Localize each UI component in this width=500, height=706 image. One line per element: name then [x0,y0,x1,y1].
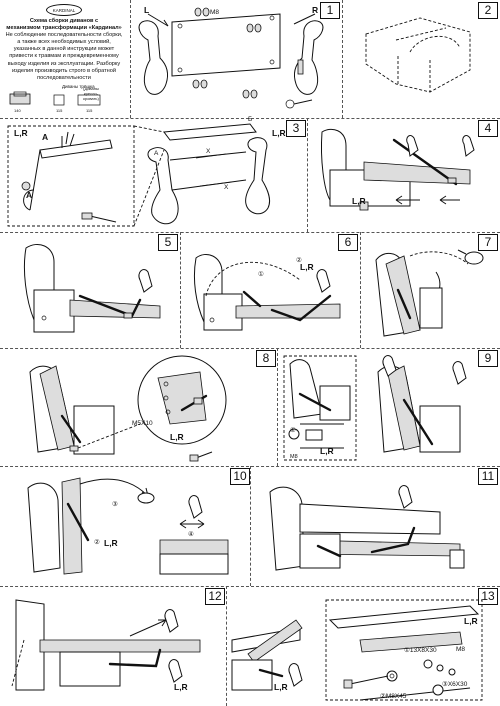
step-number-3: 3 [286,120,306,137]
label-step3-lr: L,R [14,128,28,138]
col-divider [342,0,343,118]
label-a-small: A [154,150,159,157]
label-step13-lr: L,R [464,616,478,626]
brand-logo: KARDINAL [46,4,82,16]
label-left: L [144,5,150,15]
step-number-8: 8 [256,350,276,367]
label-step10-num3: ③ [112,501,118,508]
step-number-13: 13 [478,588,498,605]
col-divider [180,232,181,348]
label-bolt-13x30: ①13X8X30 [404,647,437,654]
step13-drawing [231,599,483,701]
step10-drawing [27,477,229,575]
label-step9-lr: L,R [320,446,334,456]
label-right: R [312,5,319,15]
col-divider [277,348,278,466]
step8-drawing [29,355,227,462]
legend-note: (Диваны кресло-кровать) [83,86,99,101]
step-number-11: 11 [478,468,498,485]
label-x-bottom: X [224,184,229,191]
label-bolt-m8x45: ②M8X45 [380,693,407,700]
step-number-6: 6 [338,234,358,251]
label-step13a-lr: L,R [274,682,288,692]
label-step12-lr: L,R [174,682,188,692]
step12-drawing [11,599,201,691]
step2-drawing [365,17,471,93]
step4-drawing [321,128,475,211]
label-step8-lr: L,R [170,432,184,442]
step3-drawing [7,123,271,227]
col-divider [130,0,131,118]
label-step6-lr: L,R [300,262,314,272]
col-divider [360,232,361,348]
label-step10-lr: L,R [104,538,118,548]
intro-title-line1: Схема сборки диванов с [29,18,99,24]
label-step9-num1: ① [290,427,296,434]
label-a-top: A [42,132,49,142]
step-number-4: 4 [478,120,498,137]
step-number-12: 12 [205,588,225,605]
intro-body: Не соблюдение последовательности сборки,… [5,32,123,81]
label-m5x10: M5X10 [132,420,153,427]
step1-drawing [138,7,324,109]
label-step6-num1: ① [258,271,264,278]
row-divider [0,118,500,119]
legend-dim-2: 115 [56,108,63,113]
step11-drawing [269,485,465,571]
step-number-2: 2 [478,2,498,19]
label-step9-m8: M8 [290,454,298,460]
step-number-10: 10 [230,468,250,485]
row-divider [0,348,500,349]
label-step3-lr-right: L,R [272,128,286,138]
label-step13-m8: M8 [456,646,466,653]
label-step10-num2: ② [94,539,100,546]
legend-dim-3: 115 [86,108,93,113]
step-number-7: 7 [478,234,498,251]
intro-title-line2: механизмом трансформации «Кардинал» [6,25,122,32]
step-number-9: 9 [478,350,498,367]
col-divider [307,118,308,232]
col-divider [250,466,251,586]
step9-drawing [283,355,467,461]
step6-drawing [193,254,341,331]
step7-drawing [375,249,484,337]
legend-label: Диваны трёшка [62,84,95,89]
label-b: Б [248,116,253,123]
label-bolt-3x6x30: ③X6X30 [442,681,468,688]
col-divider [226,586,227,706]
legend-dim-1: 140 [14,108,21,113]
row-divider [0,232,500,233]
label-step10-num4: ④ [188,531,194,538]
intro-text-block: KARDINAL Схема сборки диванов с механизм… [4,4,124,82]
label-a-bottom: A [26,190,33,200]
step-number-1: 1 [320,2,340,19]
label-step4-lr: L,R [352,196,366,206]
step-number-5: 5 [158,234,178,251]
step5-drawing [23,244,161,333]
label-m8: M8 [210,9,220,16]
row-divider [0,586,500,587]
label-step6-num2: ② [296,257,302,264]
label-x-top: X [206,148,211,155]
